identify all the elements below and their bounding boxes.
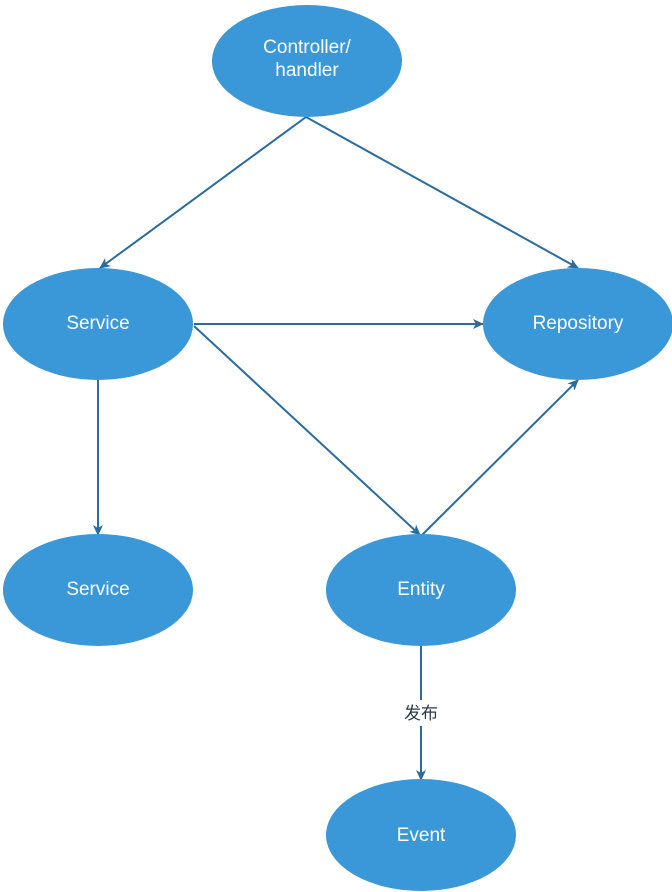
node-entity-shape <box>326 534 516 646</box>
node-repository-label: Repository <box>533 313 624 334</box>
node-controller-label-line1: Controller/ <box>263 37 351 58</box>
node-service-sub-shape <box>3 534 193 646</box>
node-event: Event <box>326 779 516 891</box>
node-controller: Controller/ handler <box>212 5 402 117</box>
node-entity-label: Entity <box>397 579 445 600</box>
edge-service-to-entity <box>193 325 421 536</box>
node-entity: Entity <box>326 534 516 646</box>
node-event-label: Event <box>397 825 446 846</box>
node-repository: Repository <box>483 268 672 380</box>
edge-controller-to-repository <box>305 116 579 269</box>
node-controller-shape <box>212 5 402 117</box>
node-service-sub-label: Service <box>66 579 129 600</box>
node-controller-label-line2: handler <box>275 60 339 81</box>
node-service-main-shape <box>3 268 193 380</box>
node-repository-shape <box>483 268 672 380</box>
edge-label-background <box>398 700 444 726</box>
node-service-main-label: Service <box>66 313 129 334</box>
edge-controller-to-service <box>99 116 307 269</box>
edge-label-publish: 发布 <box>404 704 438 724</box>
node-service-main: Service <box>3 268 193 380</box>
edge-entity-to-repository <box>421 379 579 536</box>
node-event-shape <box>326 779 516 891</box>
edges: 发布 <box>93 116 579 781</box>
node-service-sub: Service <box>3 534 193 646</box>
